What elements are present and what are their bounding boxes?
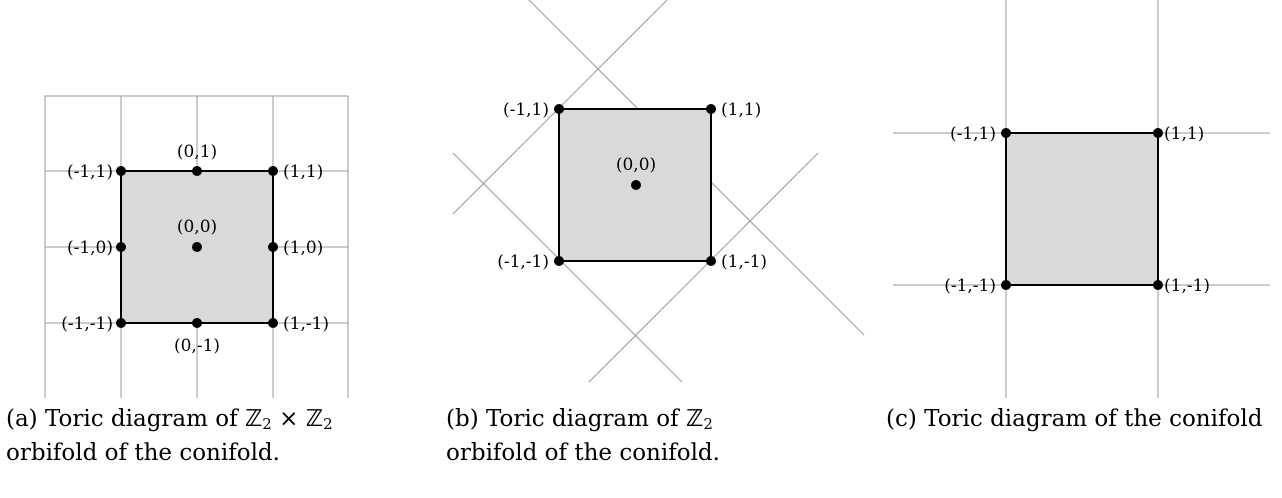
panel-c-point-m1-m1 xyxy=(1001,280,1011,290)
panel-a-label-0-1: (0,1) xyxy=(177,142,217,162)
panel-c-polygon xyxy=(1005,132,1159,286)
caption-a-group-right-sub: 2 xyxy=(323,415,333,433)
panel-a-label-m1-0: (-1,0) xyxy=(67,238,113,258)
panel-a-label-1-0: (1,0) xyxy=(283,238,323,258)
caption-a-prefix: (a) Toric diagram of xyxy=(6,406,245,432)
panel-b-label-1-1: (1,1) xyxy=(721,100,761,120)
panel-b-point-1-m1 xyxy=(706,256,716,266)
caption-a-group-left: ℤ xyxy=(244,406,263,432)
panel-b-point-0-0 xyxy=(631,180,641,190)
panel-a-point-m1-m1 xyxy=(116,318,126,328)
toric-diagrams-figure: (-1,1) (0,1) (1,1) (-1,0) (0,0) (1,0) (-… xyxy=(44,0,1270,398)
panel-c-label-m1-1: (-1,1) xyxy=(950,124,996,144)
caption-a-times: × xyxy=(271,406,306,432)
panel-c-labels: (-1,1) (1,1) (-1,-1) (1,-1) xyxy=(944,124,1210,296)
panel-a-point-1-m1 xyxy=(268,318,278,328)
panel-b-label-0-0: (0,0) xyxy=(616,155,656,175)
panel-b-label-m1-m1: (-1,-1) xyxy=(497,252,549,272)
panel-c-point-1-m1 xyxy=(1153,280,1163,290)
caption-c-text: (c) Toric diagram of the conifold xyxy=(886,406,1263,432)
panel-a-point-1-0 xyxy=(268,242,278,252)
caption-c: (c) Toric diagram of the conifold xyxy=(886,402,1266,436)
panel-b-point-m1-m1 xyxy=(554,256,564,266)
panel-b-label-1-m1: (1,-1) xyxy=(721,252,767,272)
panel-b-label-m1-1: (-1,1) xyxy=(503,100,549,120)
panel-a-point-m1-0 xyxy=(116,242,126,252)
caption-b-prefix: (b) Toric diagram of xyxy=(446,406,686,432)
panel-c-point-m1-1 xyxy=(1001,128,1011,138)
panel-a-labels: (-1,1) (0,1) (1,1) (-1,0) (0,0) (1,0) (-… xyxy=(61,142,329,356)
caption-b-suffix: orbifold of the conifold. xyxy=(446,440,720,466)
panel-c-label-1-m1: (1,-1) xyxy=(1164,276,1210,296)
panel-a-label-0-0: (0,0) xyxy=(177,217,217,237)
panel-a-label-m1-1: (-1,1) xyxy=(67,162,113,182)
caption-b-group: ℤ xyxy=(685,406,704,432)
panel-c-points xyxy=(1001,128,1163,290)
panel-a-point-0-0 xyxy=(192,242,202,252)
panel-c-point-1-1 xyxy=(1153,128,1163,138)
panel-a-point-0-m1 xyxy=(192,318,202,328)
caption-b: (b) Toric diagram of ℤ2 orbifold of the … xyxy=(446,402,786,470)
caption-a-group-right: ℤ xyxy=(305,406,324,432)
panel-b-points xyxy=(554,104,716,266)
caption-b-group-sub: 2 xyxy=(703,415,713,433)
panel-a-point-m1-1 xyxy=(116,166,126,176)
panel-a-label-1-m1: (1,-1) xyxy=(283,314,329,334)
panel-a-label-0-m1: (0,-1) xyxy=(174,336,220,356)
panel-b-labels: (-1,1) (1,1) (0,0) (-1,-1) (1,-1) xyxy=(497,100,767,272)
panel-a-label-m1-m1: (-1,-1) xyxy=(61,314,113,334)
caption-a-group-left-sub: 2 xyxy=(262,415,272,433)
caption-a: (a) Toric diagram of ℤ2 × ℤ2 orbifold of… xyxy=(6,402,366,470)
caption-a-suffix: orbifold of the conifold. xyxy=(6,440,280,466)
panel-a-points xyxy=(116,166,278,328)
panel-a: (-1,1) (0,1) (1,1) (-1,0) (0,0) (1,0) (-… xyxy=(44,95,349,398)
panel-b-diagonal-3 xyxy=(452,152,683,383)
panel-b-point-1-1 xyxy=(706,104,716,114)
panel-a-label-1-1: (1,1) xyxy=(283,162,323,182)
panel-b: (-1,1) (1,1) (0,0) (-1,-1) (1,-1) xyxy=(452,0,865,383)
panel-b-point-m1-1 xyxy=(554,104,564,114)
panel-c-label-1-1: (1,1) xyxy=(1164,124,1204,144)
panel-a-point-0-1 xyxy=(192,166,202,176)
panel-c-label-m1-m1: (-1,-1) xyxy=(944,276,996,296)
panel-b-diagonal-4 xyxy=(588,152,819,383)
panel-a-point-1-1 xyxy=(268,166,278,176)
panel-c: (-1,1) (1,1) (-1,-1) (1,-1) xyxy=(893,0,1270,398)
